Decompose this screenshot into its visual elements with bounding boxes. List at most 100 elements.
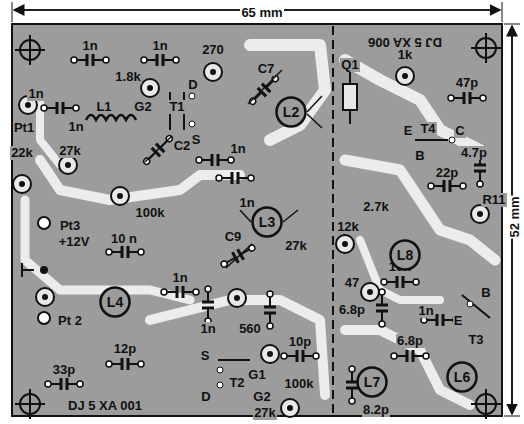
label-holder: DJ 5 XA 001: [67, 396, 143, 414]
coil-circle: L2: [275, 96, 307, 128]
coil-circle: L7: [356, 366, 388, 398]
part-label: C7: [257, 62, 276, 76]
label-holder: 52 mm: [505, 195, 523, 238]
part-label: B: [414, 149, 425, 163]
part-label: 1n: [67, 120, 84, 134]
part-label: R11: [481, 193, 506, 207]
part-label: 27k: [58, 144, 82, 158]
label-holder: Pt1: [13, 118, 35, 136]
part-label: 1n: [27, 87, 44, 101]
part-label: G2: [133, 100, 152, 114]
label-holder: 1n: [81, 36, 98, 54]
label-holder: 1k: [397, 45, 413, 63]
label-holder: 100k: [135, 203, 166, 221]
label-holder: G2: [252, 387, 271, 405]
label-holder: 10 n: [110, 229, 138, 247]
part-label: E: [453, 314, 464, 328]
label-holder: 1.8k: [114, 67, 141, 85]
part-label: 33p: [52, 363, 76, 377]
part-label: B: [480, 286, 491, 300]
part-label: G1: [247, 368, 266, 382]
label-holder: 1n: [417, 301, 434, 319]
coil-name: L8: [389, 239, 421, 263]
part-label: C: [454, 124, 465, 138]
part-label: 8.2p: [362, 403, 390, 417]
part-label: 6.8p: [338, 303, 366, 317]
label-holder: +12V: [58, 232, 91, 250]
label-holder: 65 mm: [240, 3, 283, 21]
part-label: 100k: [284, 377, 315, 391]
part-label: 1n: [229, 142, 246, 156]
label-holder: 33p: [52, 360, 76, 378]
label-holder: 560: [238, 319, 262, 337]
label-holder: B: [414, 146, 425, 164]
part-label: 65 mm: [240, 6, 283, 20]
part-label: 270: [201, 43, 225, 57]
part-label: 4.7p: [460, 146, 488, 160]
part-label: DJ 5 XA 001: [67, 399, 143, 413]
label-holder: 1n: [238, 193, 255, 211]
part-label: Pt 2: [57, 314, 83, 328]
label-holder: C: [454, 121, 465, 139]
coil-name: L7: [356, 366, 388, 390]
part-label: 10 n: [110, 232, 138, 246]
part-label: +12V: [58, 235, 91, 249]
coil-name: L2: [275, 96, 307, 120]
part-label: T3: [467, 333, 484, 347]
label-holder: 6.8p: [338, 300, 366, 318]
label-holder: S: [200, 346, 211, 364]
part-label: 6.8p: [396, 334, 424, 348]
label-holder: 1n: [67, 117, 84, 135]
label-holder: E: [403, 121, 414, 139]
label-holder: B: [480, 283, 491, 301]
label-holder: D: [187, 75, 198, 93]
part-label: 1.8k: [114, 70, 141, 84]
part-label: 1n: [81, 39, 98, 53]
part-label: Q1: [340, 58, 359, 72]
label-holder: 22k: [10, 143, 34, 161]
label-holder: T3: [467, 330, 484, 348]
part-label: D: [187, 78, 198, 92]
part-label: D: [200, 390, 211, 404]
label-holder: D: [200, 387, 211, 405]
part-label: C2: [173, 139, 192, 153]
part-label: 1n: [151, 39, 168, 53]
label-holder: C7: [257, 59, 276, 77]
part-label: L1: [95, 100, 112, 114]
part-label: 1n: [171, 271, 188, 285]
part-label: 12k: [336, 220, 360, 234]
label-holder: 1n: [27, 84, 44, 102]
part-label: 22k: [10, 146, 34, 160]
label-holder: 10p: [288, 332, 312, 350]
label-holder: 2.7k: [362, 197, 389, 215]
part-label: 2.7k: [362, 200, 389, 214]
label-holder: 270: [201, 40, 225, 58]
part-label: Pt3: [59, 219, 81, 233]
part-label: 52 mm: [508, 195, 522, 238]
part-label: 12p: [113, 342, 137, 356]
part-label: 47: [344, 276, 360, 290]
label-holder: T1: [168, 97, 185, 115]
label-holder: R11: [481, 190, 506, 208]
part-label: 1n: [417, 304, 434, 318]
part-label: C9: [224, 230, 243, 244]
label-holder: Pt3: [59, 216, 81, 234]
label-holder: 12p: [113, 339, 137, 357]
label-holder: E: [453, 311, 464, 329]
label-holder: 1n: [229, 139, 246, 157]
part-label: 100k: [135, 206, 166, 220]
part-label: E: [403, 124, 414, 138]
label-holder: C9: [224, 227, 243, 245]
label-holder: 27k: [58, 141, 82, 159]
coil-circle: L4: [99, 286, 131, 318]
part-label: 47p: [455, 76, 479, 90]
label-holder: Q1: [340, 55, 359, 73]
part-label: DJ 5 XA 006: [367, 35, 443, 49]
label-holder: L1: [95, 97, 112, 115]
part-label: 1n: [199, 322, 216, 336]
part-label: T4: [419, 122, 436, 136]
part-label: T2: [228, 376, 245, 390]
part-label: T1: [168, 100, 185, 114]
label-holder: T2: [228, 373, 245, 391]
label-holder: T4: [419, 119, 436, 137]
